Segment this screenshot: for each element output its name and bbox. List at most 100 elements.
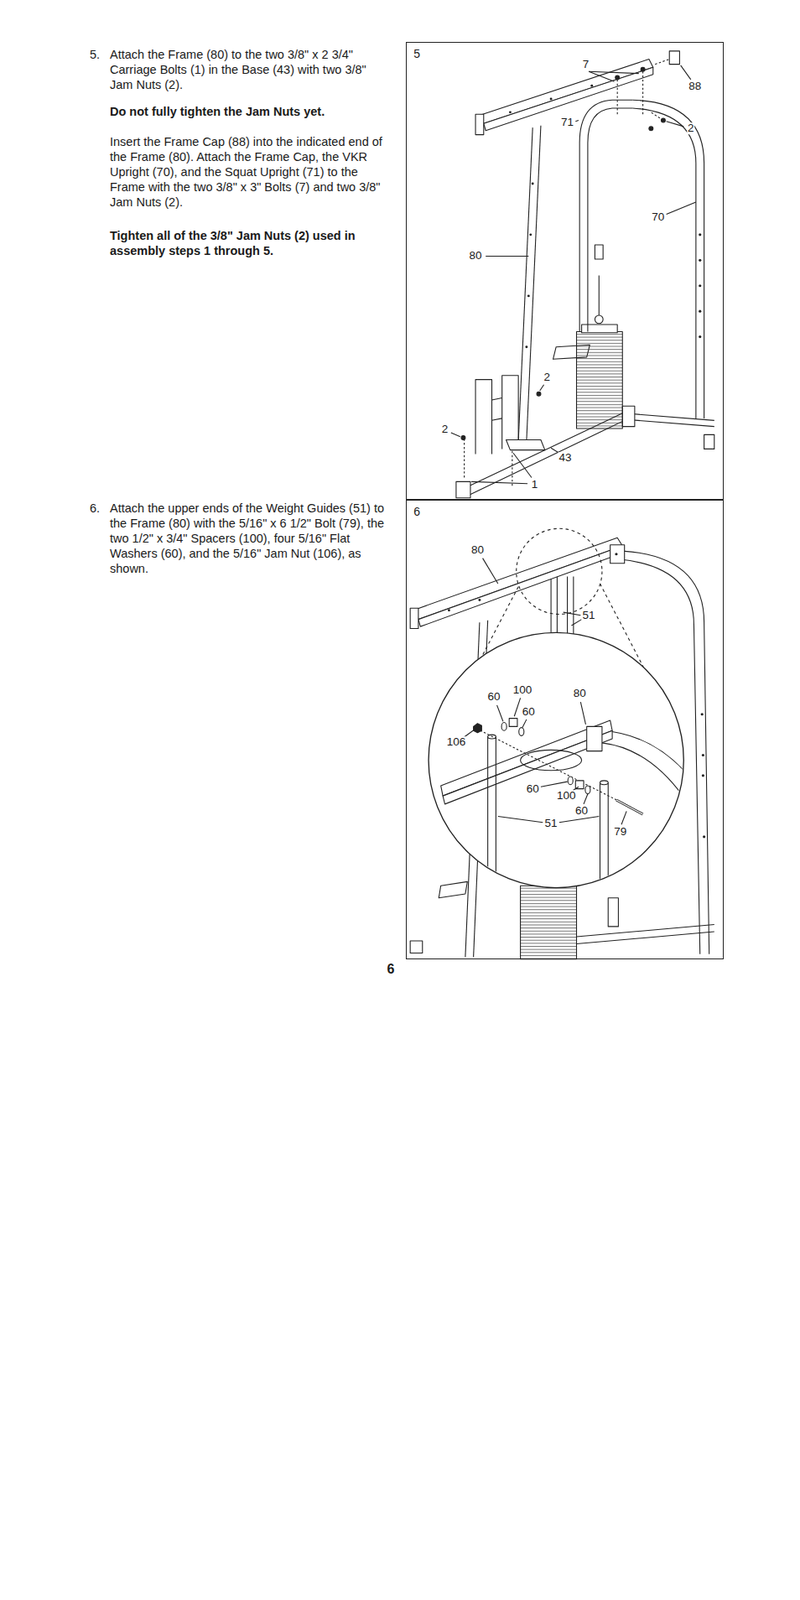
page-number: 6 xyxy=(386,962,396,977)
illustration-line xyxy=(590,84,593,88)
illustration-line xyxy=(509,110,512,114)
callout-number: 71 xyxy=(560,116,575,129)
illustration-line xyxy=(473,723,483,733)
illustration-line xyxy=(698,310,702,313)
illustration-line xyxy=(616,800,644,815)
callout-number: 60 xyxy=(521,706,536,719)
illustration-line xyxy=(669,51,680,65)
illustration-line xyxy=(649,126,654,131)
illustration-line xyxy=(583,794,588,805)
callout-number: 100 xyxy=(512,684,534,697)
illustration-line xyxy=(519,727,525,737)
illustration-line xyxy=(666,121,685,127)
illustration-line xyxy=(616,800,644,815)
illustration-line xyxy=(536,391,541,396)
illustration-line xyxy=(476,728,633,809)
illustration-line xyxy=(615,75,620,80)
illustration-line xyxy=(492,398,503,400)
instruction-text: Attach the upper ends of the Weight Guid… xyxy=(109,500,391,577)
illustration-line xyxy=(506,439,546,450)
illustration-line xyxy=(602,730,705,796)
illustration-line xyxy=(550,98,553,101)
illustration-line xyxy=(410,51,715,960)
illustration-line xyxy=(599,782,601,899)
illustration-line xyxy=(581,324,619,333)
warning-text: Do not fully tighten the Jam Nuts yet. xyxy=(109,103,391,120)
illustration-line xyxy=(475,379,492,455)
figure-panel: 6 xyxy=(405,499,723,960)
illustration-line xyxy=(497,705,504,722)
illustration-line xyxy=(526,125,541,442)
illustration-line xyxy=(410,940,423,954)
illustration-line xyxy=(456,481,471,498)
illustration-line xyxy=(522,719,527,728)
illustration-line xyxy=(698,284,702,287)
illustration-line xyxy=(680,65,691,80)
illustration-line xyxy=(654,59,670,65)
callout-number: 60 xyxy=(486,690,501,703)
illustration-line xyxy=(563,612,582,616)
illustration-line xyxy=(447,552,619,612)
illustration-line xyxy=(540,384,545,391)
callout-number: 79 xyxy=(612,825,628,838)
illustration-line xyxy=(514,697,520,717)
illustration-line xyxy=(698,233,702,236)
illustration-line xyxy=(624,413,715,421)
callout-number: 51 xyxy=(581,609,597,622)
callout-number: 60 xyxy=(574,805,589,818)
illustration-line xyxy=(511,451,513,489)
callout-number: 2 xyxy=(441,424,450,437)
illustration-line xyxy=(483,67,654,130)
illustration-line xyxy=(571,619,582,626)
illustration-line xyxy=(487,737,489,899)
figure-five xyxy=(451,51,715,499)
illustration-line xyxy=(701,753,705,757)
step-number: 6 xyxy=(413,505,421,518)
illustration-line xyxy=(509,84,593,115)
illustration-line xyxy=(502,375,519,450)
callout-number: 51 xyxy=(544,817,559,830)
step-number: 6. xyxy=(89,500,100,516)
illustration-line xyxy=(451,432,461,437)
illustration-line xyxy=(642,71,644,115)
instruction-text: Insert the Frame Cap (88) into the indic… xyxy=(109,134,391,210)
illustration-line xyxy=(588,71,639,73)
figure-panel: 5 xyxy=(405,41,723,500)
illustration-line xyxy=(492,418,503,421)
illustration-line xyxy=(600,780,609,785)
illustration-line xyxy=(501,722,507,732)
illustration-line xyxy=(632,108,696,419)
illustration-line xyxy=(438,881,468,898)
illustration-line xyxy=(410,607,419,629)
illustration-line xyxy=(650,112,664,121)
illustration-line xyxy=(607,898,619,927)
illustration-line xyxy=(594,315,603,324)
illustration-line xyxy=(418,545,623,627)
illustration-line xyxy=(701,712,704,716)
illustration-line xyxy=(602,742,691,806)
illustration-line xyxy=(479,59,654,125)
illustration-line xyxy=(540,781,568,787)
illustration-line xyxy=(483,558,499,584)
illustration-line xyxy=(614,552,618,556)
illustration-line xyxy=(698,335,702,338)
warning-text: Tighten all of the 3/8" Jam Nuts (2) use… xyxy=(109,228,391,259)
illustration-line xyxy=(598,275,600,316)
illustration-line xyxy=(520,885,577,960)
callout-number: 2 xyxy=(542,371,551,384)
illustration-line xyxy=(477,598,481,602)
instruction-text: Attach the Frame (80) to the two 3/8" x … xyxy=(109,46,391,93)
callout-number: 80 xyxy=(470,544,485,556)
illustration-line xyxy=(576,331,624,429)
illustration-line xyxy=(579,99,633,332)
illustration-line xyxy=(594,244,603,260)
illustration-line xyxy=(704,434,715,449)
illustration-line xyxy=(531,182,535,186)
illustration-line xyxy=(529,233,532,236)
illustration-line xyxy=(607,782,609,899)
illustration-line xyxy=(576,931,715,945)
illustration-line xyxy=(447,608,451,612)
illustration-line xyxy=(520,749,582,770)
illustration-line xyxy=(509,718,518,728)
illustration-line xyxy=(524,182,534,349)
